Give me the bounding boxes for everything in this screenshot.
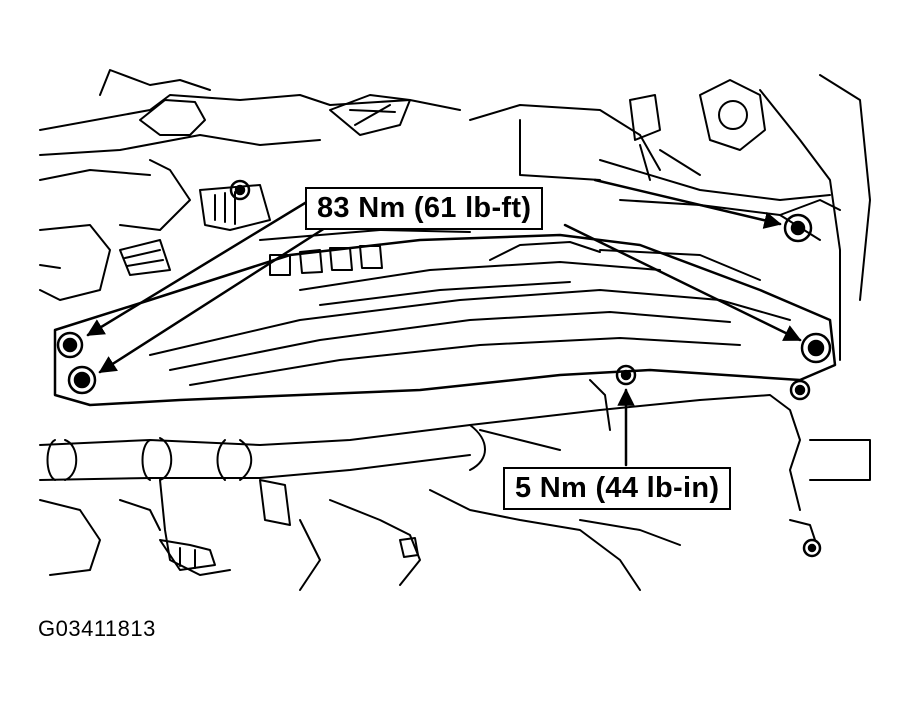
torque-leader-lines <box>86 178 802 467</box>
bolt-upper-right <box>783 213 813 243</box>
figure-id-label: G03411813 <box>38 616 156 641</box>
crossmember-plate <box>53 199 841 407</box>
lower-components <box>39 379 871 591</box>
torque-callout-lower: 5 Nm (44 lb-in) <box>503 467 732 510</box>
torque-callout-upper: 83 Nm (61 lb-ft) <box>305 187 544 230</box>
bolt-left-lower <box>67 365 97 395</box>
bolt-right <box>800 332 832 364</box>
background-components <box>39 69 871 361</box>
fasteners <box>56 179 832 558</box>
bolt-bottom-right <box>802 538 822 558</box>
nut-center <box>615 364 637 386</box>
bolt-upper-left <box>229 179 251 201</box>
crossmember-illustration <box>39 69 871 591</box>
bolt-left-upper <box>56 331 84 359</box>
bolt-lower-right <box>789 379 811 401</box>
